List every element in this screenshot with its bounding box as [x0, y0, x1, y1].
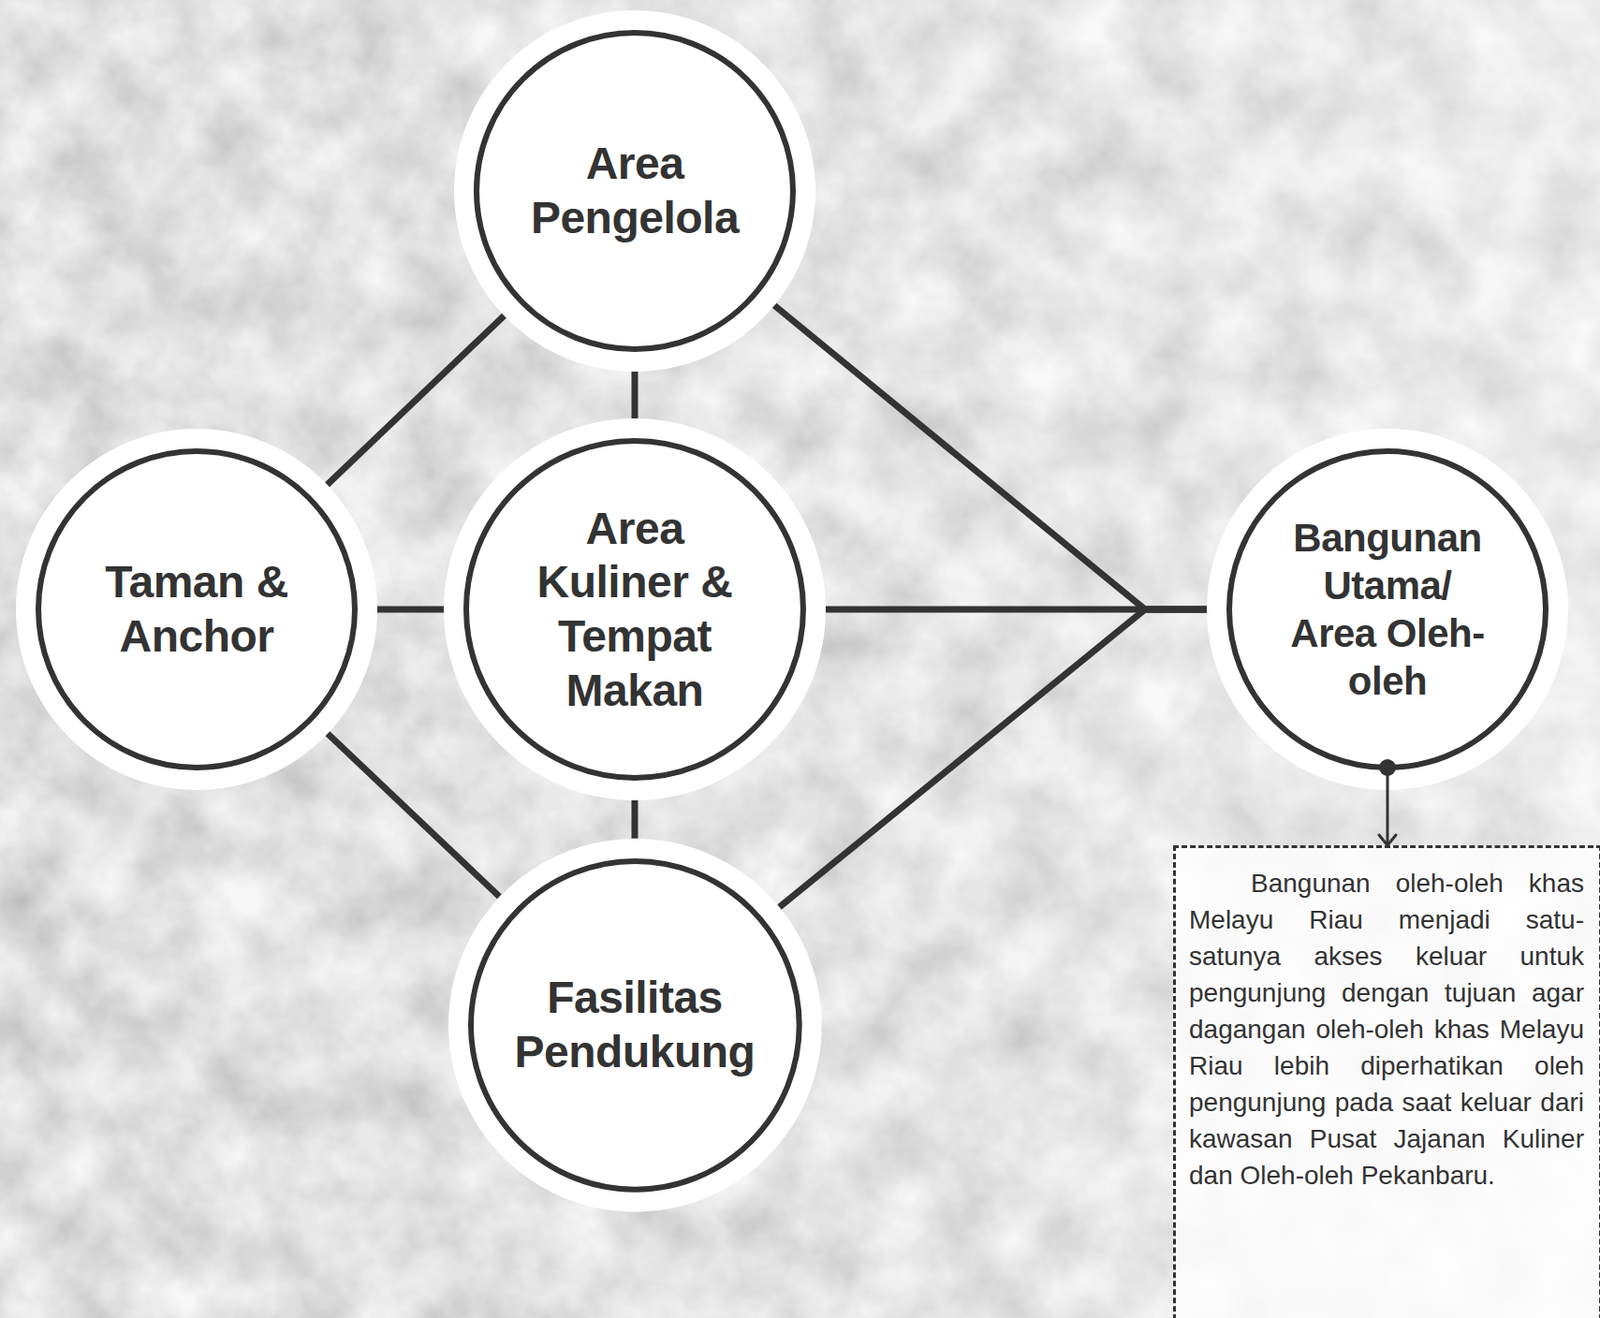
note-box: Bangunan oleh-oleh khas Melayu Riau menj… — [1173, 845, 1600, 1318]
circle-outline — [448, 838, 823, 1213]
circle-outline — [454, 10, 816, 372]
circle-ring — [466, 440, 804, 778]
connector-dot — [1379, 759, 1396, 777]
zone-circle: Area Pengelola — [454, 10, 816, 372]
circle-ring — [476, 32, 793, 350]
connector-group — [633, 371, 635, 419]
circle-halo — [443, 418, 826, 801]
zone-circle: Fasilitas Pendukung — [448, 838, 823, 1213]
connector-group — [327, 733, 500, 897]
circle-halo — [15, 428, 378, 791]
connector-group — [327, 315, 505, 485]
circle-halo — [1206, 428, 1569, 791]
zone-label: Area Kuliner & Tempat Makan — [517, 501, 752, 718]
circle-outline — [15, 428, 378, 791]
circle-outline — [1206, 428, 1569, 791]
connector-line — [377, 605, 444, 613]
zone-circle: Taman & Anchor — [15, 428, 378, 791]
connector-group — [774, 305, 1207, 610]
connector-line — [631, 371, 638, 419]
zone-label: Fasilitas Pendukung — [489, 970, 780, 1079]
zone-circle: Bangunan Utama/ Area Oleh-oleh — [1206, 428, 1569, 791]
connector-line — [631, 800, 638, 839]
circle-halo — [448, 838, 823, 1213]
zone-label: Bangunan Utama/ Area Oleh-oleh — [1279, 513, 1496, 706]
connector-line — [1386, 767, 1390, 846]
connector-line — [779, 609, 1207, 908]
connector-line — [327, 733, 500, 897]
connector-line — [327, 315, 505, 485]
zone-label: Taman & Anchor — [65, 555, 328, 663]
circle-outline — [443, 418, 826, 801]
note-text: Bangunan oleh-oleh khas Melayu Riau menj… — [1188, 865, 1585, 1194]
connector-group — [1379, 759, 1396, 846]
zone-circle: Area Kuliner & Tempat Makan — [443, 418, 826, 801]
zone-label: Area Pengelola — [499, 136, 771, 245]
connector-line — [774, 305, 1207, 610]
circle-ring — [470, 861, 800, 1190]
connector-group — [633, 800, 635, 839]
connector-group — [377, 608, 444, 610]
circle-halo — [454, 10, 816, 372]
circle-ring — [38, 451, 355, 768]
circle-ring — [1229, 451, 1546, 768]
connector-group — [779, 609, 1207, 908]
